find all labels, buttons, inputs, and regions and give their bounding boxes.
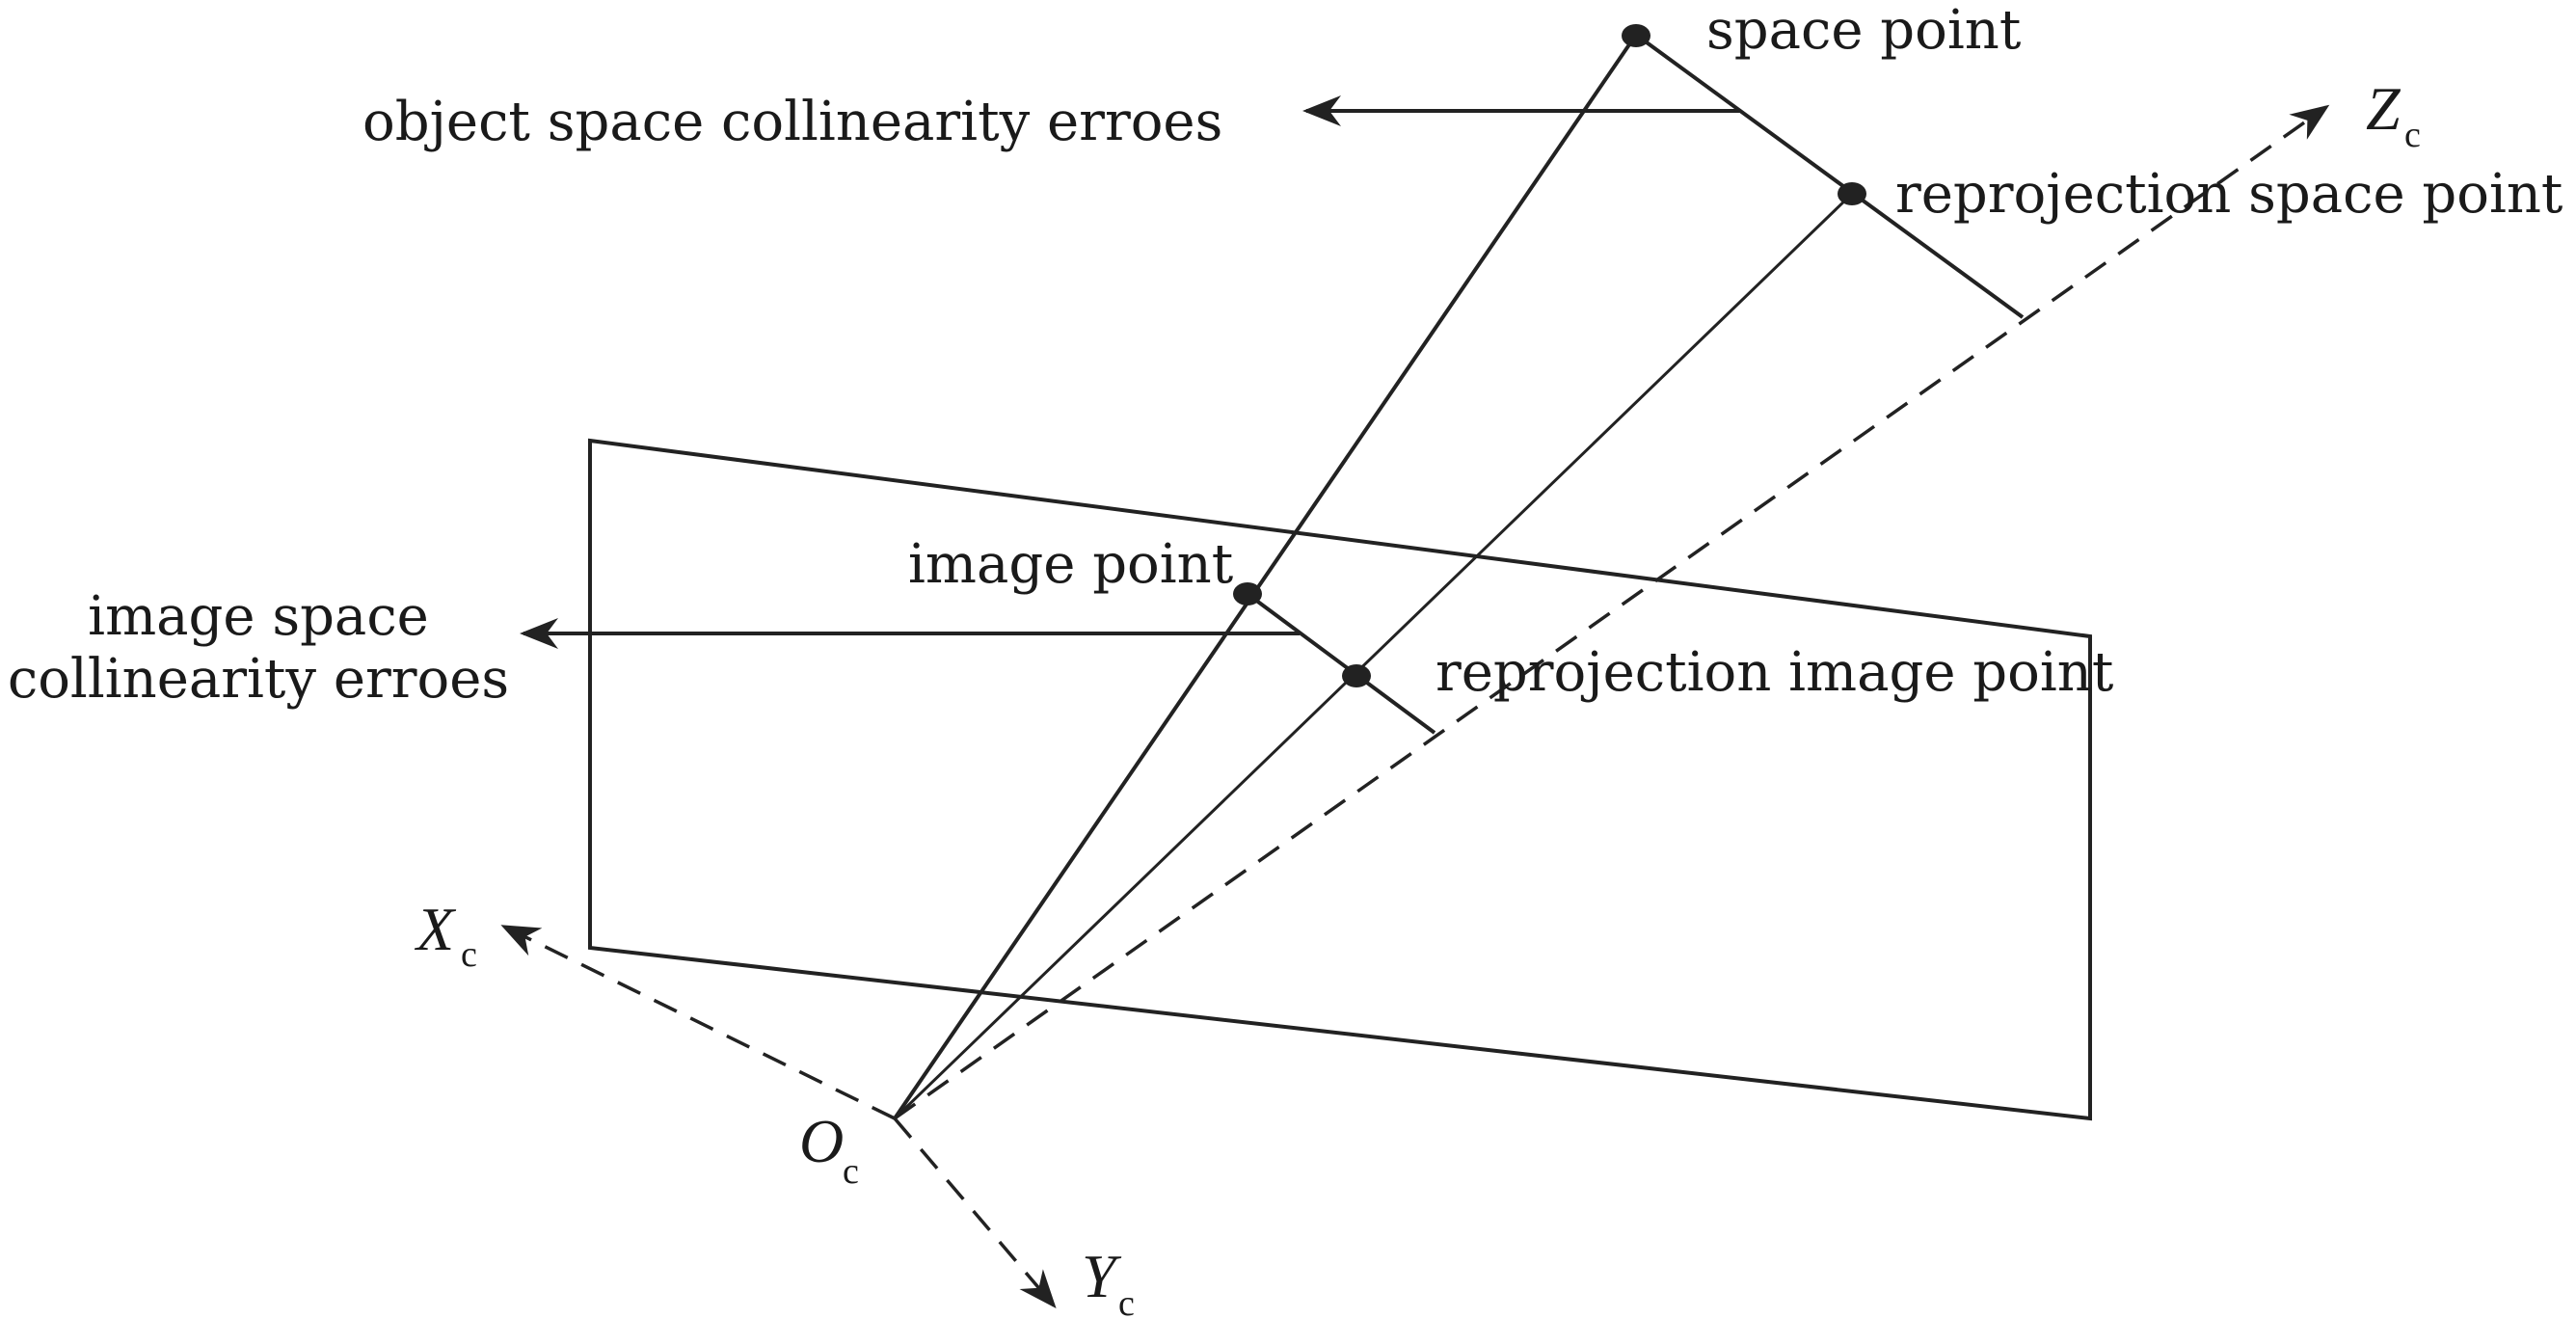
svg-text:Z: Z: [2366, 74, 2402, 143]
origin-label: O c: [799, 1107, 859, 1192]
axis-label-x: X c: [414, 895, 477, 975]
svg-text:X: X: [414, 895, 457, 963]
label-image-point: image point: [908, 533, 1234, 596]
object-space-error-segment: [1634, 33, 2025, 319]
label-reprojection-space-point: reprojection space point: [1895, 163, 2563, 226]
ray-to-reprojection-space-point: [893, 192, 1854, 1120]
svg-text:c: c: [843, 1151, 859, 1192]
image-space-error-segment: [1246, 592, 1436, 735]
axis-label-y: Y c: [1082, 1242, 1135, 1319]
y-axis: [893, 1117, 1057, 1309]
image-plane: [588, 438, 2092, 1121]
ray-to-space-point: [893, 33, 1638, 1120]
svg-text:Y: Y: [1082, 1242, 1122, 1310]
svg-text:c: c: [461, 934, 477, 975]
axis-label-z: Z c: [2366, 74, 2421, 155]
reprojection-image-point-dot: [1342, 664, 1371, 687]
x-axis: [500, 925, 896, 1120]
label-space-point: space point: [1706, 0, 2022, 62]
svg-text:c: c: [2404, 115, 2421, 155]
space-point-dot: [1622, 24, 1650, 47]
label-object-space-error: object space collinearity erroes: [362, 91, 1222, 153]
label-image-space-error-line2: collinearity erroes: [8, 648, 509, 711]
z-axis: [893, 104, 2330, 1120]
label-reprojection-image-point: reprojection image point: [1436, 641, 2114, 704]
reprojection-space-point-dot: [1838, 182, 1866, 205]
svg-text:O: O: [799, 1107, 844, 1175]
label-image-space-error-line1: image space: [88, 585, 429, 648]
image-point-dot: [1233, 582, 1262, 606]
svg-text:c: c: [1118, 1283, 1135, 1319]
